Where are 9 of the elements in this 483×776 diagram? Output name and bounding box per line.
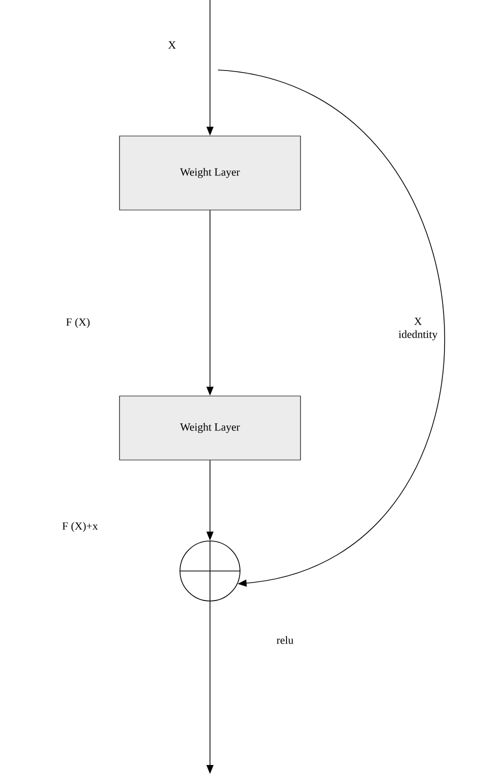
edge-label: X idedntity bbox=[398, 318, 438, 340]
sum-circle bbox=[179, 540, 241, 602]
arrow bbox=[218, 70, 445, 587]
edge-label: X bbox=[168, 41, 176, 49]
text-label: F (X)+x bbox=[62, 522, 98, 532]
text-label: relu bbox=[276, 636, 294, 644]
text-label: F (X) bbox=[66, 318, 90, 328]
layer-box: Weight Layer bbox=[119, 136, 301, 210]
layer-box: Weight Layer bbox=[119, 396, 301, 460]
